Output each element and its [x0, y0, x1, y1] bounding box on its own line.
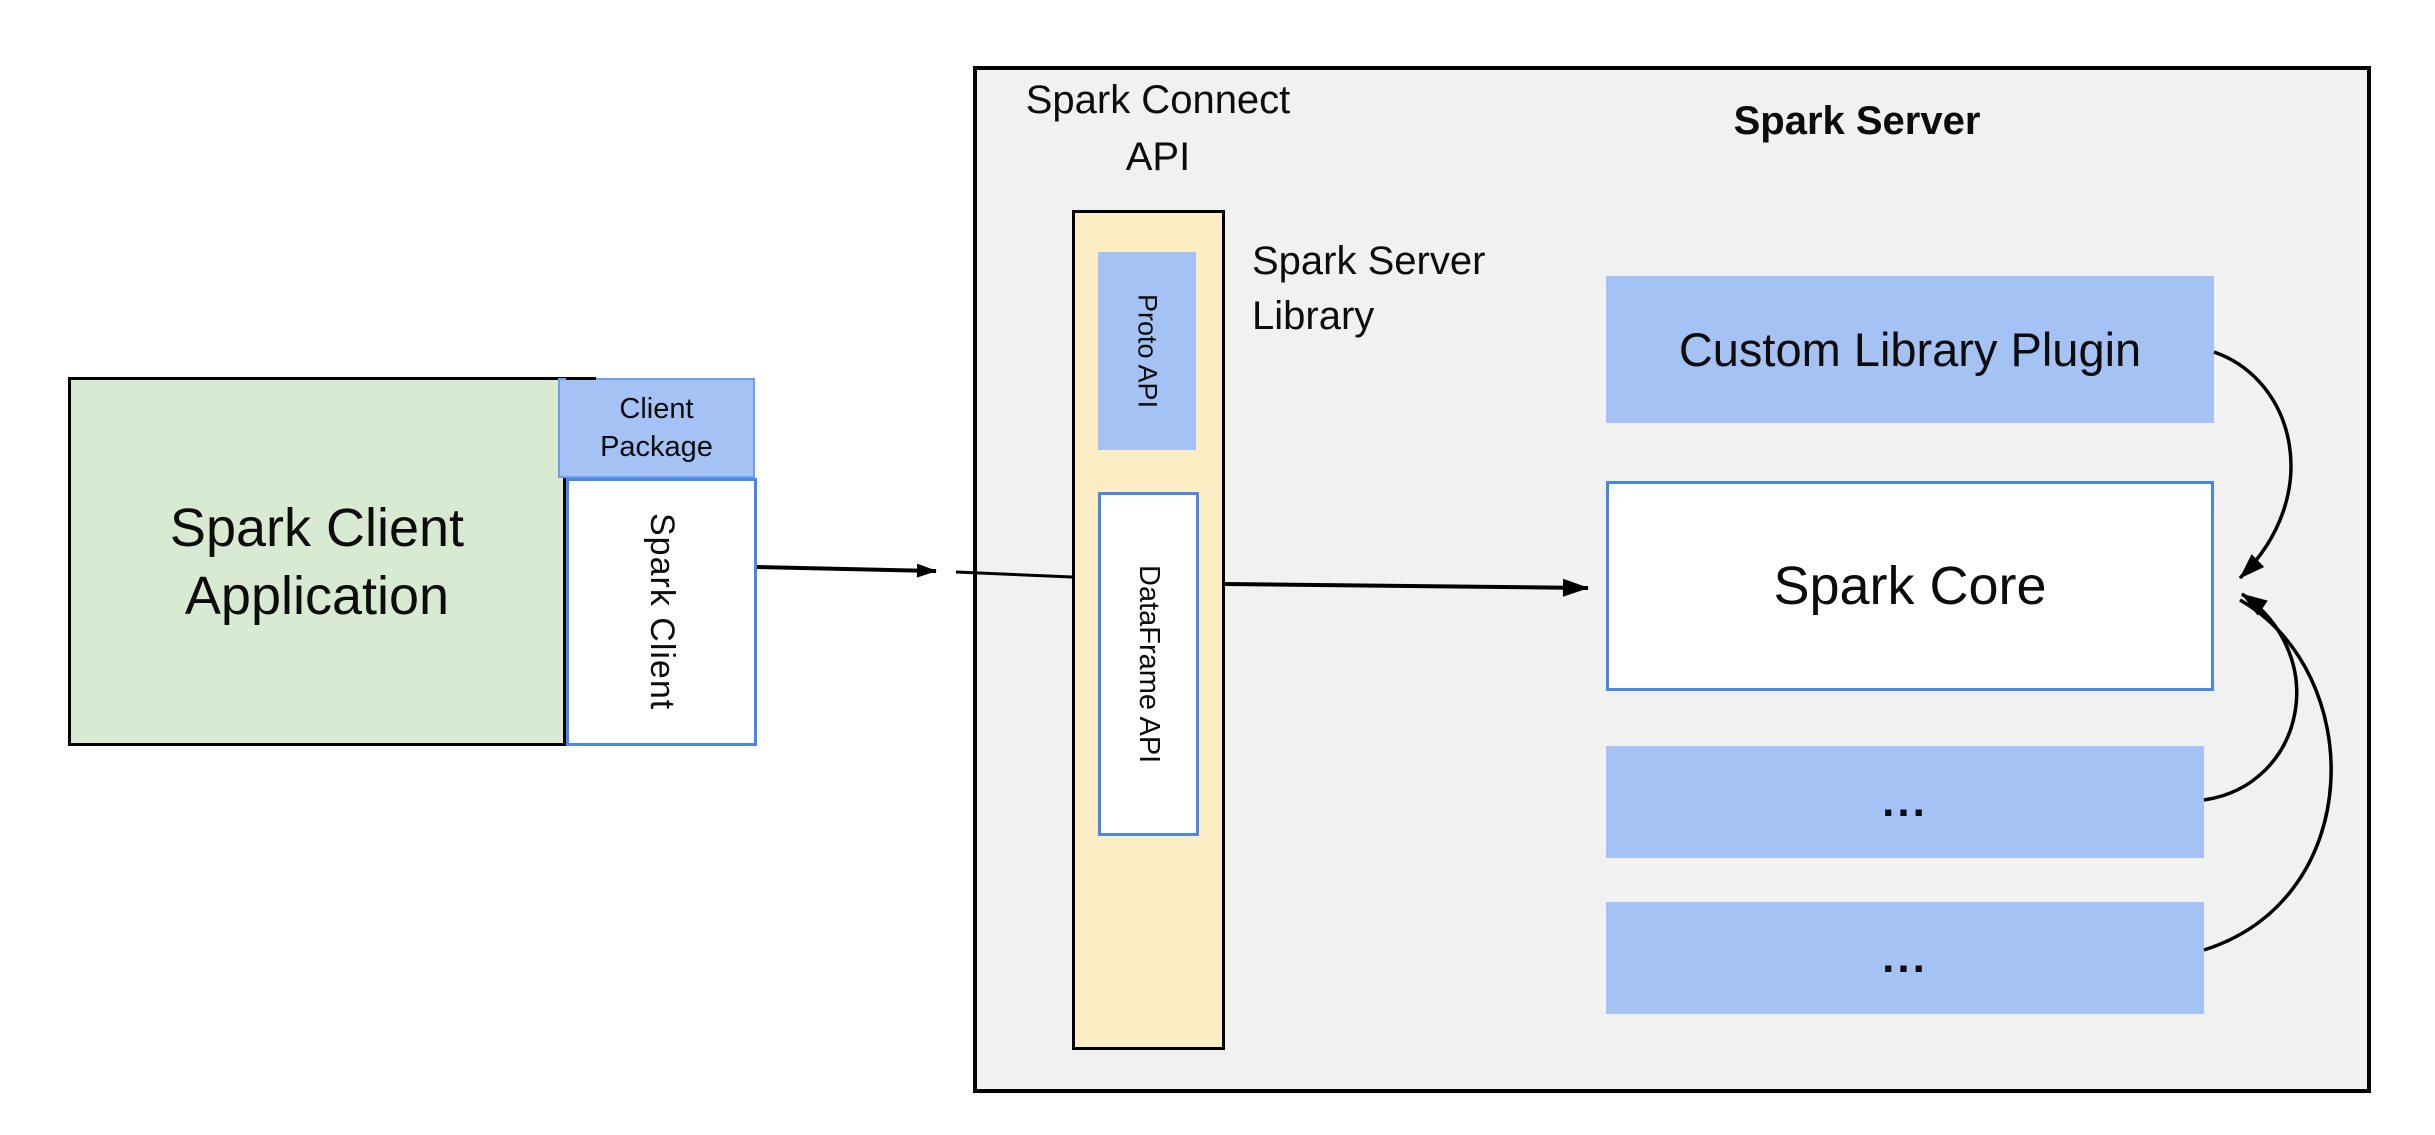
- spark-client-label: Spark Client: [643, 513, 681, 711]
- spark-server-library-label: Spark Server Library: [1252, 239, 1486, 338]
- client-package-label: Client Package: [600, 393, 713, 463]
- spark-client-box: Spark Client: [566, 478, 757, 746]
- custom-library-plugin-label: Custom Library Plugin: [1678, 323, 2142, 376]
- spark-core-box: Spark Core: [1606, 481, 2214, 691]
- proto-api-box: Proto API: [1098, 252, 1196, 450]
- plugin-placeholder-box-2: ...: [1606, 902, 2204, 1014]
- dataframe-api-box: DataFrame API: [1098, 492, 1199, 836]
- proto-api-label: Proto API: [1132, 293, 1163, 409]
- plugin-placeholder-1-label: ...: [1882, 777, 1928, 826]
- spark-connect-api-label: Spark Connect API: [1025, 78, 1291, 179]
- spark-client-application-label: Spark Client Application: [169, 497, 465, 626]
- arrow-client-to-connect-api: [756, 563, 937, 578]
- spark-core-label: Spark Core: [1773, 556, 2047, 616]
- plugin-placeholder-box-1: ...: [1606, 746, 2204, 858]
- green-box-top-border-extension: [566, 377, 596, 380]
- client-package-box: Client Package: [558, 378, 755, 478]
- plugin-placeholder-2-label: ...: [1882, 933, 1928, 982]
- custom-library-plugin-box: Custom Library Plugin: [1606, 276, 2214, 423]
- dataframe-api-label: DataFrame API: [1133, 564, 1165, 764]
- spark-server-title: Spark Server: [1733, 99, 1981, 143]
- spark-client-application-box: Spark Client Application: [68, 377, 566, 746]
